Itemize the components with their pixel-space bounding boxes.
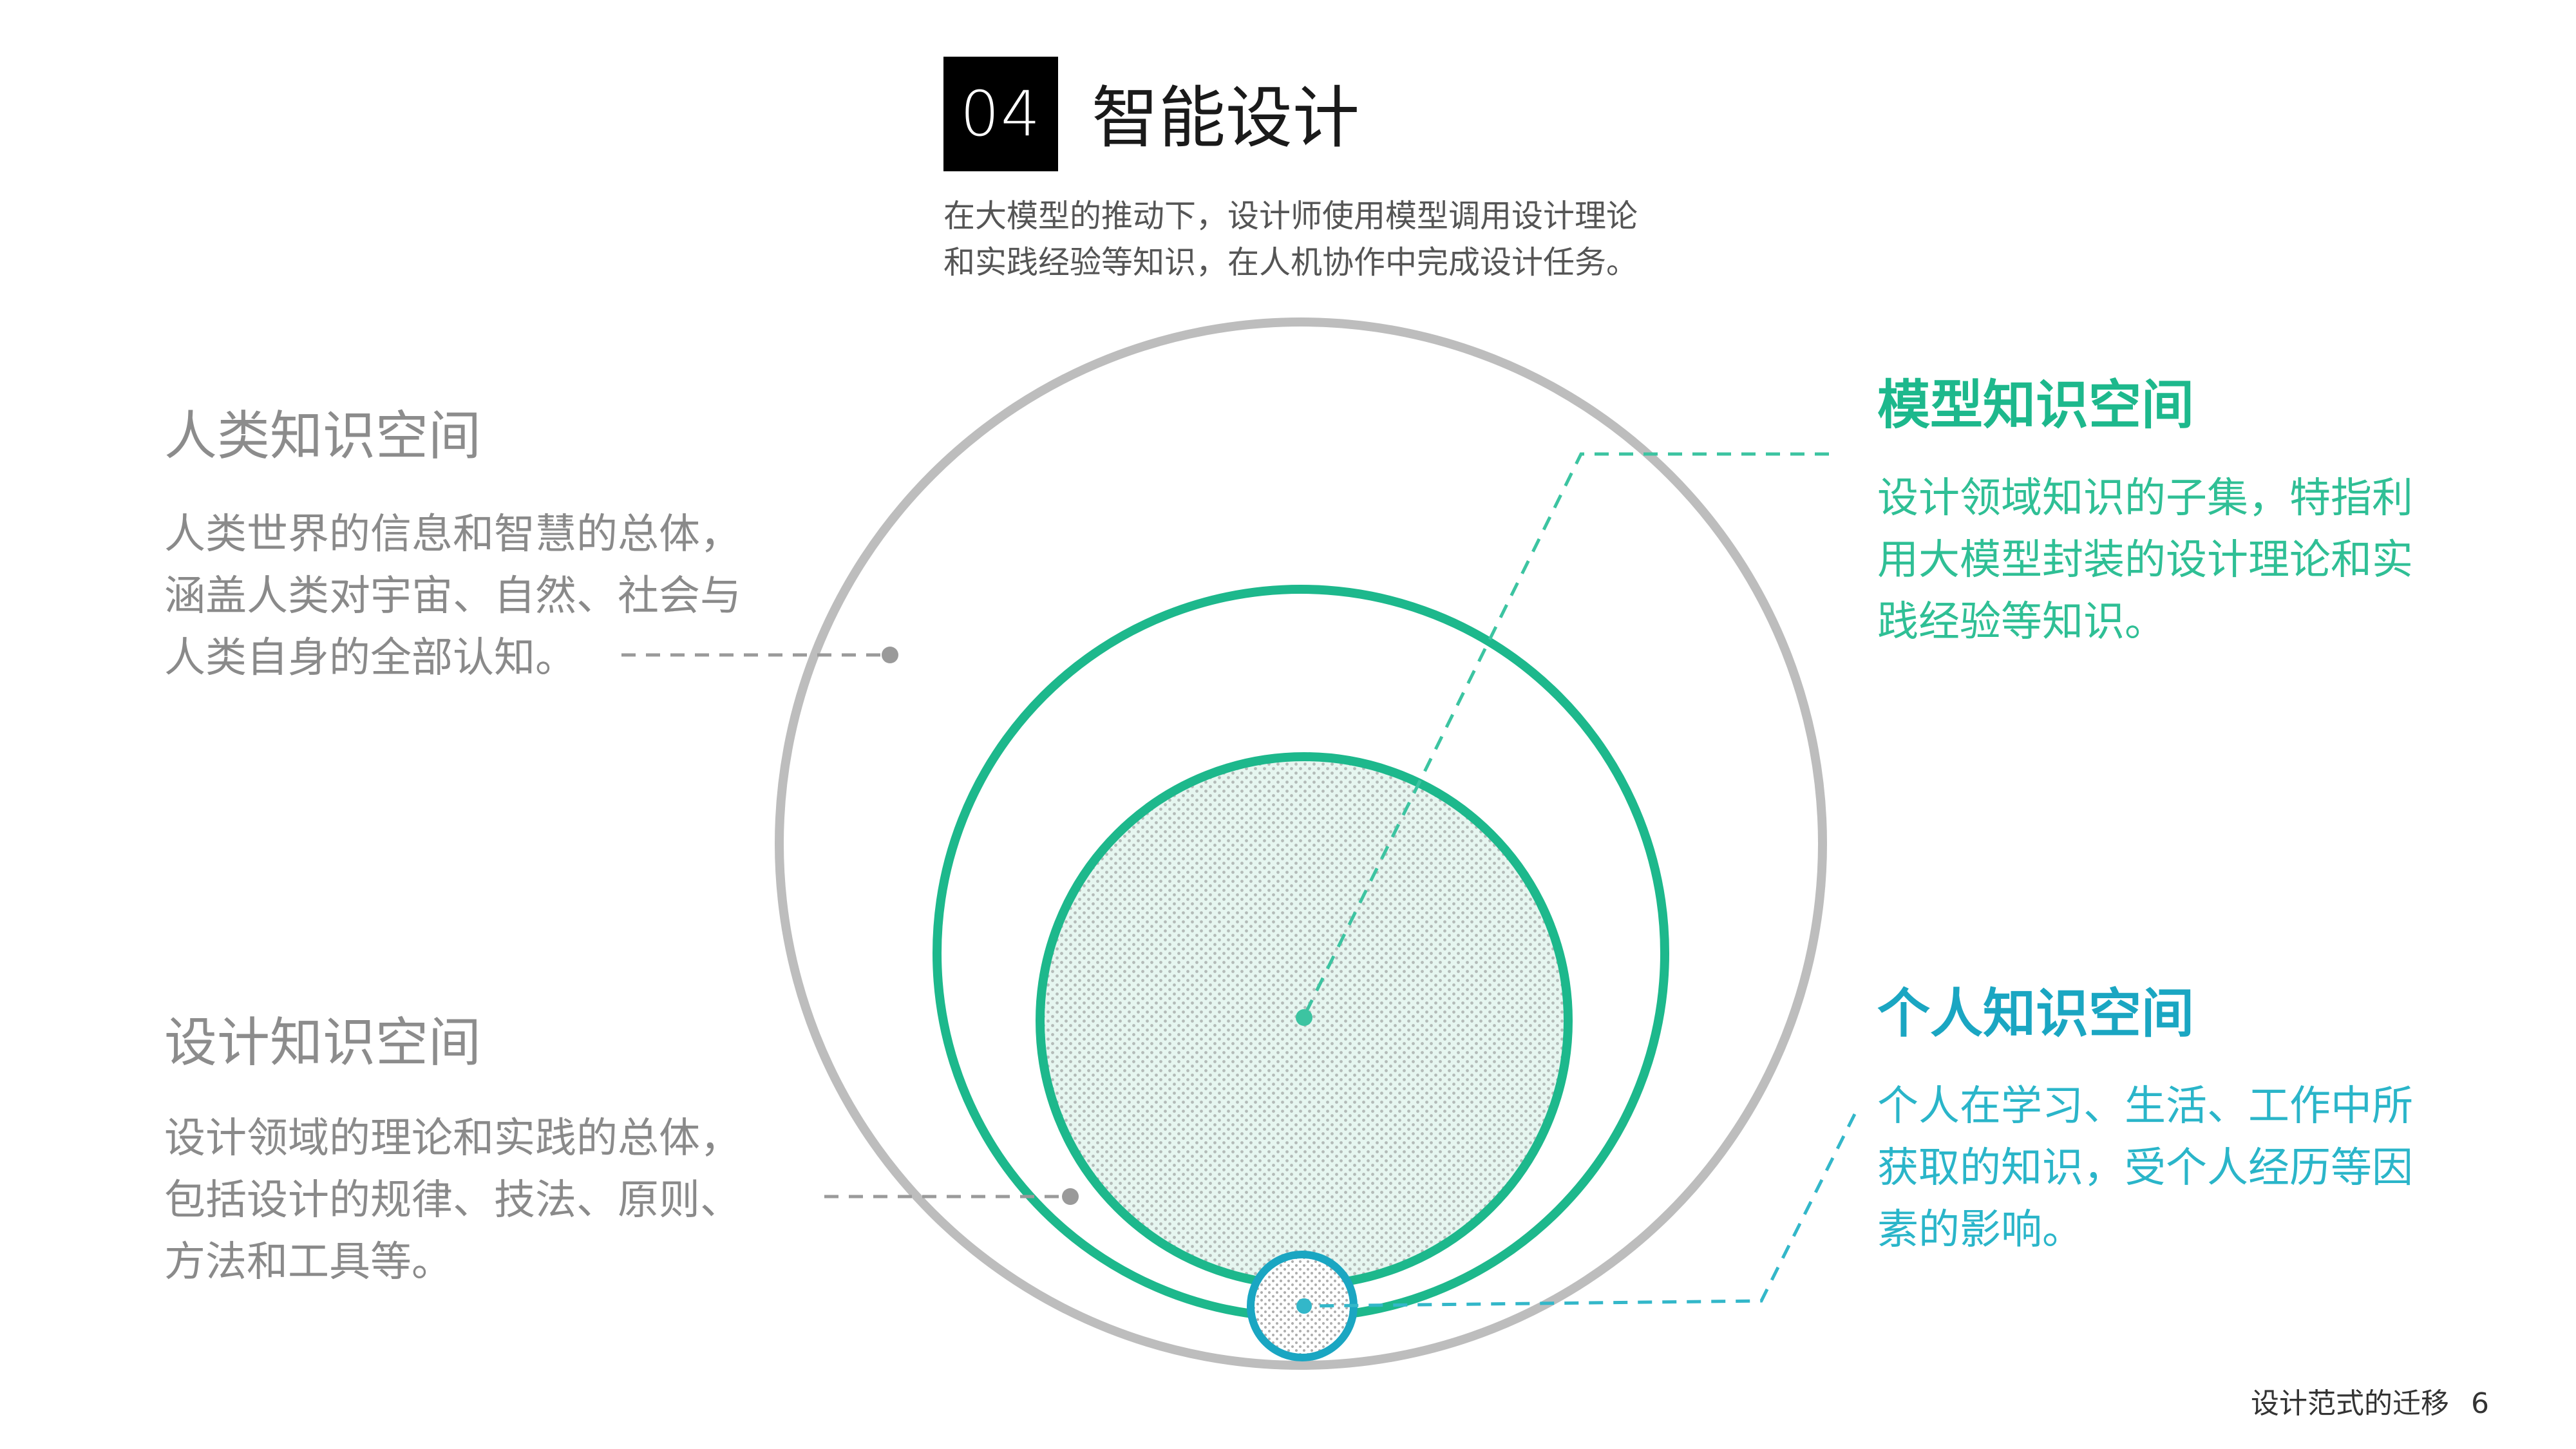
human-knowledge-description: 人类世界的信息和智慧的总体， 涵盖人类对宇宙、自然、社会与 人类自身的全部认知。 xyxy=(164,504,741,689)
page-subtitle: 在大模型的推动下，设计师使用模型调用设计理论 和实践经验等知识，在人机协作中完成… xyxy=(943,193,1638,286)
personal-connector xyxy=(1307,1113,1857,1308)
page-title: 智能设计 xyxy=(1092,79,1360,157)
model-knowledge-title: 模型知识空间 xyxy=(1877,375,2195,436)
page-footer: 设计范式的迁移 6 xyxy=(2251,1385,2489,1423)
human-connector-dot xyxy=(882,647,898,663)
model-connector xyxy=(1302,452,1829,1018)
design-knowledge-title: 设计知识空间 xyxy=(164,1012,482,1074)
design-knowledge-description: 设计领域的理论和实践的总体， 包括设计的规律、技法、原则、 方法和工具等。 xyxy=(164,1108,741,1293)
human-knowledge-circle xyxy=(775,317,1827,1370)
description-line: 人类自身的全部认知。 xyxy=(164,634,576,682)
description-line: 设计领域的理论和实践的总体， xyxy=(164,1115,741,1162)
human-knowledge-title: 人类知识空间 xyxy=(164,406,482,467)
personal-knowledge-description: 个人在学习、生活、工作中所 获取的知识，受个人经历等因 素的影响。 xyxy=(1877,1075,2413,1261)
personal-connector-dot xyxy=(1296,1298,1312,1314)
description-line: 用大模型封装的设计理论和实 xyxy=(1877,536,2413,584)
design-connector-dot xyxy=(1062,1188,1079,1205)
description-line: 包括设计的规律、技法、原则、 xyxy=(164,1177,741,1224)
section-number-badge: 04 xyxy=(943,57,1058,171)
subtitle-line: 在大模型的推动下，设计师使用模型调用设计理论 xyxy=(943,198,1638,234)
description-line: 人类世界的信息和智慧的总体， xyxy=(164,511,741,558)
model-connector-dot xyxy=(1296,1009,1312,1026)
subtitle-line: 和实践经验等知识，在人机协作中完成设计任务。 xyxy=(943,244,1638,281)
description-line: 获取的知识，受个人经历等因 xyxy=(1877,1144,2413,1192)
description-line: 素的影响。 xyxy=(1877,1206,2083,1254)
description-line: 践经验等知识。 xyxy=(1877,598,2166,646)
footer-title: 设计范式的迁移 xyxy=(2251,1387,2449,1420)
page-number: 6 xyxy=(2471,1387,2489,1420)
personal-knowledge-title: 个人知识空间 xyxy=(1877,983,2195,1045)
description-line: 涵盖人类对宇宙、自然、社会与 xyxy=(164,573,741,620)
description-line: 个人在学习、生活、工作中所 xyxy=(1877,1083,2413,1130)
model-knowledge-description: 设计领域知识的子集，特指利 用大模型封装的设计理论和实 践经验等知识。 xyxy=(1877,468,2413,653)
description-line: 方法和工具等。 xyxy=(164,1238,453,1286)
description-line: 设计领域知识的子集，特指利 xyxy=(1877,475,2413,522)
